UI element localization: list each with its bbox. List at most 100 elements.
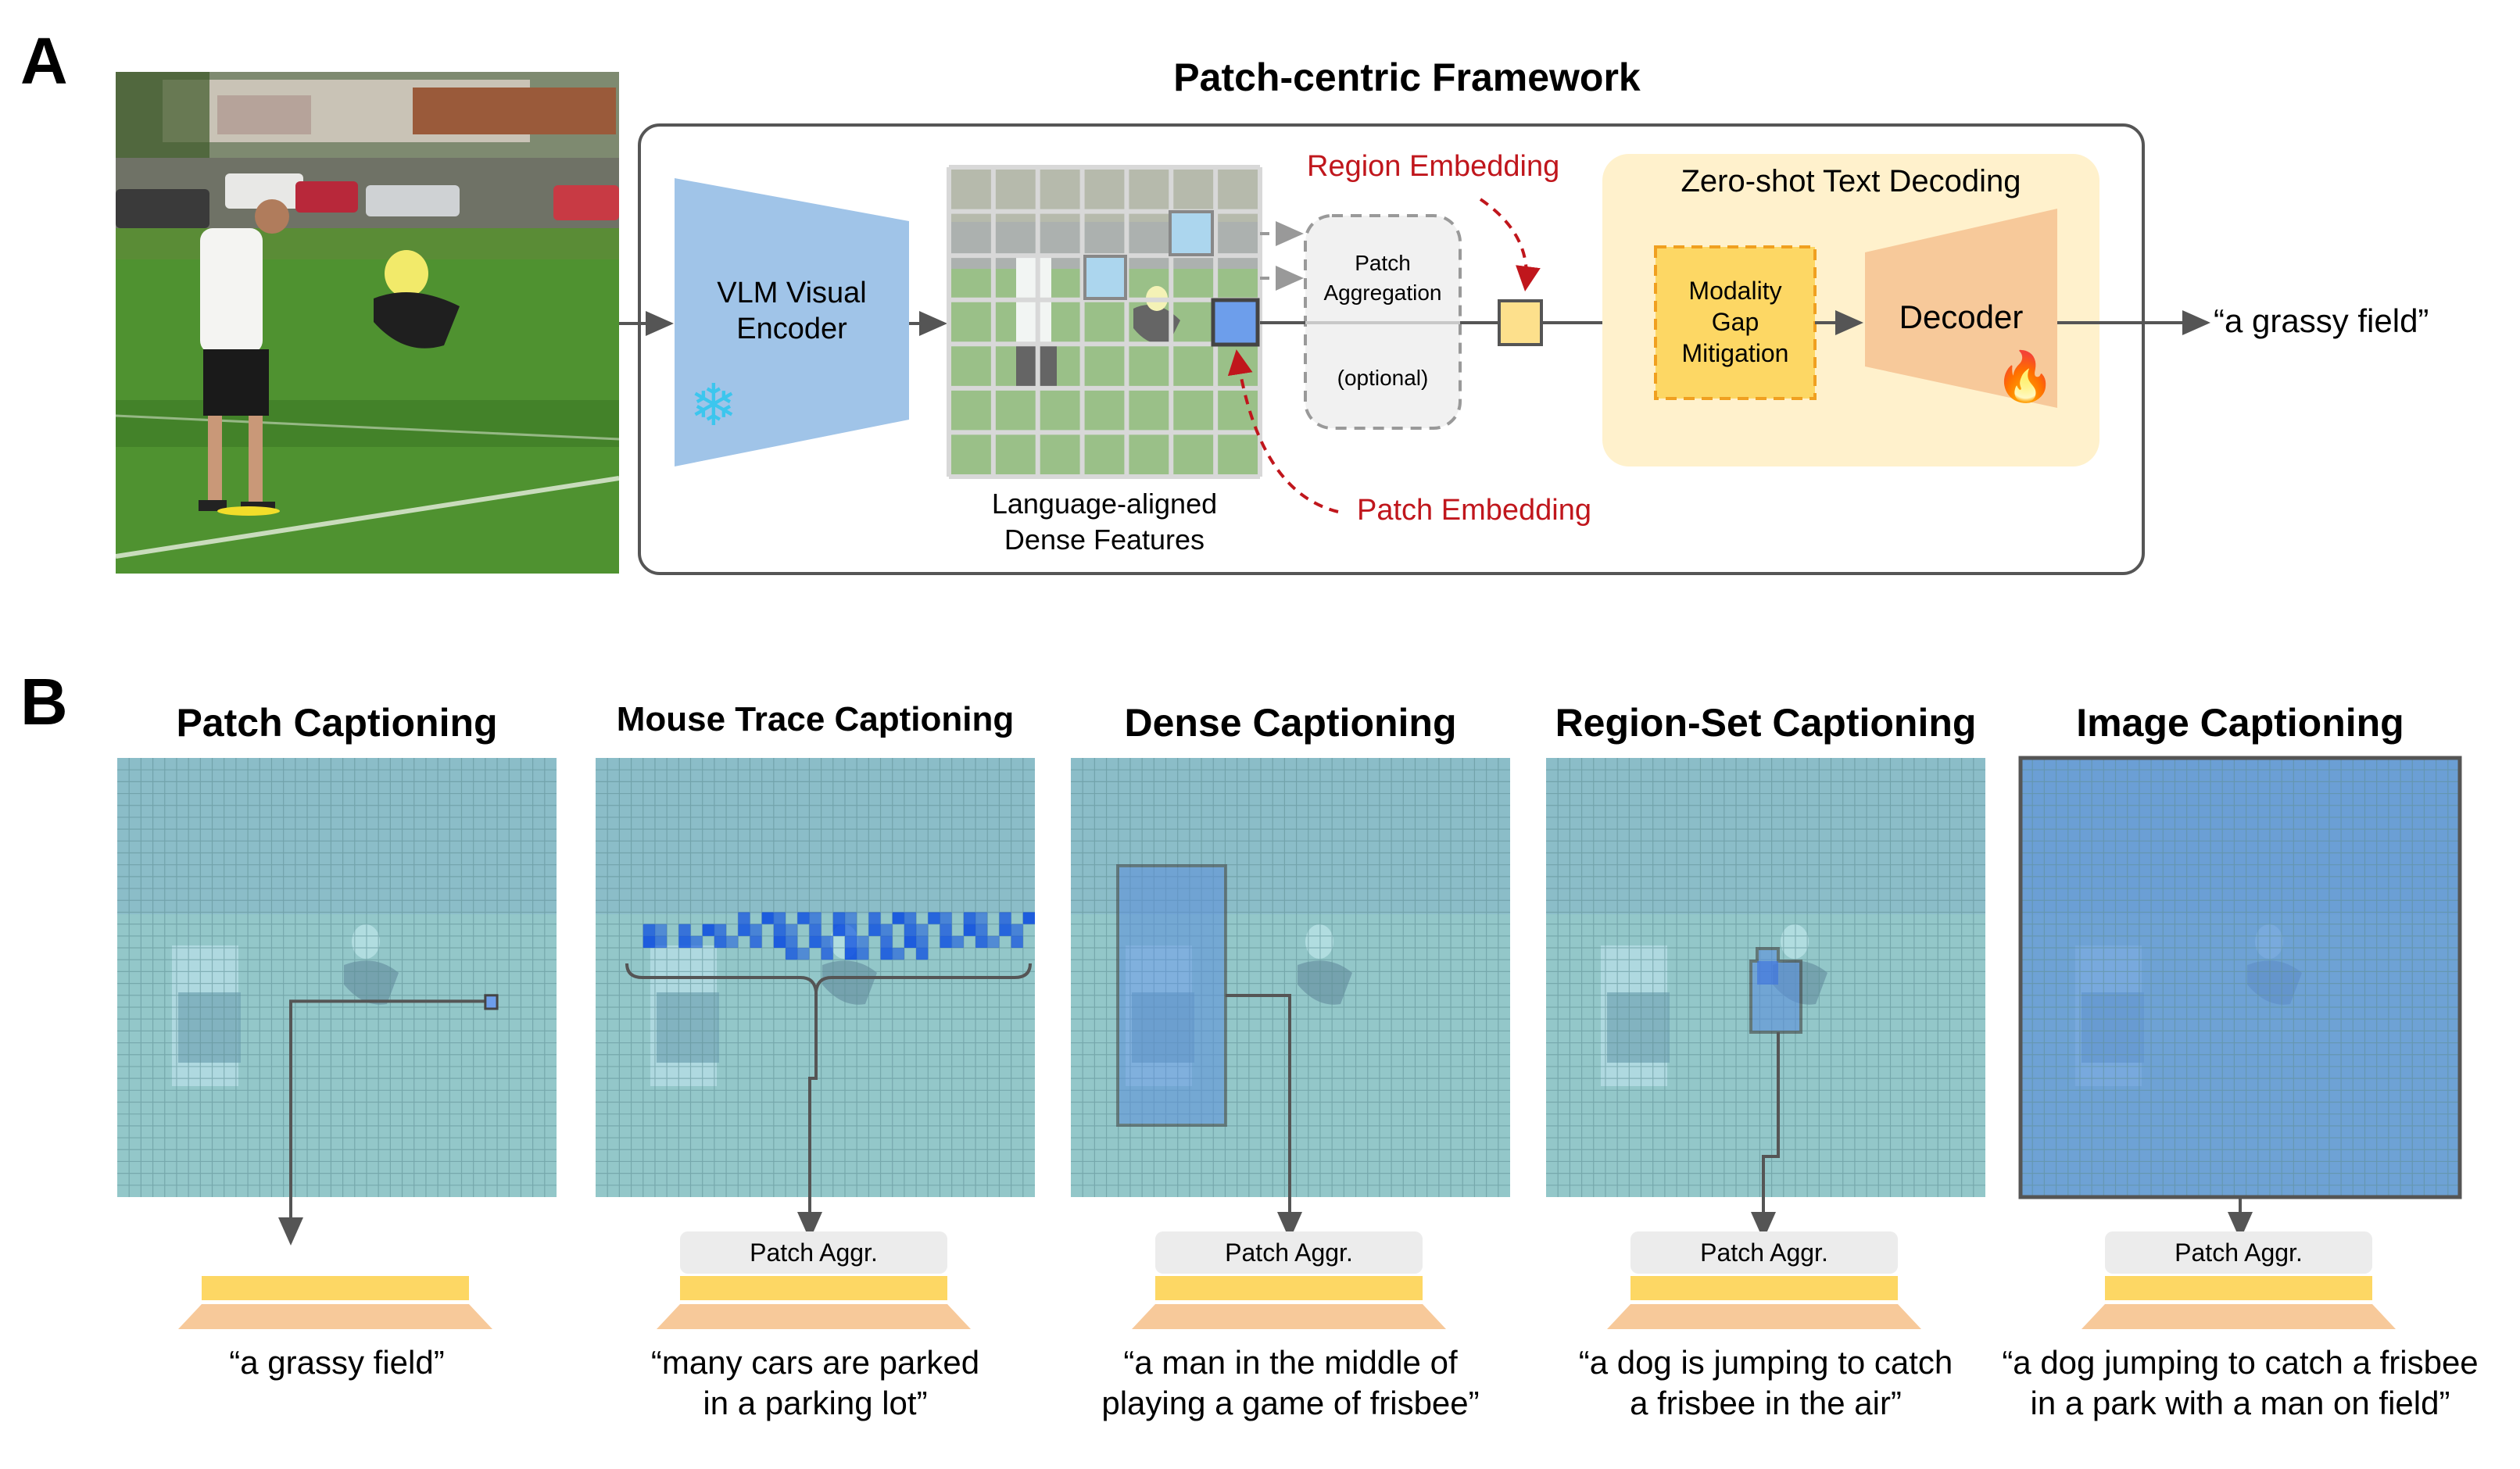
patch-embedding-label: Patch Embedding (1357, 494, 1591, 527)
patch-grid (117, 758, 557, 1197)
task-title: Image Captioning (2076, 701, 2404, 745)
task-diagram (1071, 758, 1510, 1329)
patch-embedding-pointer (1227, 349, 1339, 513)
trace-patch (821, 935, 833, 949)
trace-patch (857, 948, 869, 960)
task-title: Dense Captioning (1124, 701, 1457, 745)
trace-patch (868, 912, 881, 924)
encoder-label-line2: Encoder (736, 313, 847, 345)
trace-patch (940, 924, 952, 936)
whole-image-selection (2021, 758, 2460, 1197)
trace-patch (726, 935, 739, 949)
embedding-bar (680, 1276, 947, 1300)
output-caption: “a grassy field” (2214, 302, 2429, 339)
trace-patch (928, 912, 940, 924)
patch-token-light-2 (1169, 210, 1214, 256)
region-overlap (1757, 961, 1778, 985)
embedding-bar (1155, 1276, 1423, 1300)
trace-patch (678, 935, 691, 949)
trace-patch (975, 924, 988, 936)
trace-patch (868, 924, 881, 936)
trace-patch (773, 924, 786, 936)
trace-patch (975, 935, 988, 949)
trace-patch (786, 935, 798, 949)
patch-aggregation-line1: Patch (1355, 251, 1411, 275)
trace-patch (975, 912, 988, 924)
trace-patch (809, 924, 822, 936)
trace-patch (654, 935, 668, 949)
trace-patch (963, 912, 976, 924)
patch-aggregation-line2: Aggregation (1323, 281, 1442, 305)
task-caption: “many cars are parked in a parking lot” (650, 1344, 980, 1421)
trace-patch (643, 935, 655, 949)
patch-grid (2021, 758, 2460, 1197)
encoder-shape (675, 178, 909, 466)
connector-line (1226, 994, 1302, 1240)
trace-patch (987, 935, 1000, 949)
modality-line3: Mitigation (1681, 339, 1789, 367)
trace-patch (809, 912, 822, 924)
trace-patch (880, 924, 893, 936)
patch-aggregation-label: Patch Aggregation (1305, 248, 1460, 308)
decoder-bar (2082, 1304, 2396, 1329)
trace-patch (750, 924, 762, 936)
trace-patch (916, 924, 929, 936)
trace-patch (821, 948, 833, 960)
trace-patch (678, 924, 691, 936)
trace-patch (809, 935, 822, 949)
patch-aggregation-optional: (optional) (1337, 366, 1429, 390)
trace-patch (951, 935, 964, 949)
trace-patch (1011, 924, 1023, 936)
embedding-bar (2105, 1276, 2372, 1300)
trace-patch (880, 948, 893, 960)
fire-icon: 🔥 (1995, 350, 2056, 404)
region-embedding-label: Region Embedding (1307, 150, 1560, 183)
task-title: Mouse Trace Captioning (616, 700, 1015, 738)
trace-patch (844, 935, 857, 949)
dense-feature-grid (947, 165, 1262, 479)
trace-patch (773, 912, 786, 924)
photo-scene (116, 72, 619, 574)
dense-features-line2: Dense Features (1004, 524, 1205, 556)
trace-patch (750, 935, 762, 949)
embedding-bar (202, 1276, 469, 1300)
task-diagram (596, 758, 1035, 1329)
panel-letter-a: A (20, 24, 68, 98)
task-title: Region-Set Captioning (1555, 701, 1977, 745)
snowflake-icon: ❄ (689, 373, 739, 438)
trace-patch (832, 924, 845, 936)
connector-line (1751, 1032, 1780, 1240)
trace-patch (892, 948, 904, 960)
patch-aggr-box: Patch Aggr. (1155, 1231, 1423, 1274)
encoder-label-line1: VLM Visual (717, 277, 867, 309)
tinted-image (117, 758, 557, 1197)
trace-patch (738, 924, 750, 936)
decoding-group-title: Zero-shot Text Decoding (1681, 164, 2021, 198)
trace-patch (832, 912, 845, 924)
task-title: Patch Captioning (176, 701, 498, 745)
trace-patch (797, 948, 810, 960)
trace-patch (999, 912, 1011, 924)
trace-patch (844, 924, 857, 936)
trace-patch (702, 924, 714, 936)
trace-patch (904, 935, 917, 949)
trace-patch (690, 935, 703, 949)
trace-patch (916, 948, 929, 960)
task-diagram (2018, 756, 2462, 1329)
region-embedding-pointer (1479, 198, 1541, 291)
trace-patch (857, 935, 869, 949)
decoder-bar (178, 1304, 492, 1329)
task-caption: “a grassy field” (229, 1344, 445, 1381)
dense-features-line1: Language-aligned (991, 488, 1218, 520)
task-caption: “a dog is jumping to catch a frisbee in … (1578, 1344, 1953, 1421)
framework-title: Patch-centric Framework (1173, 55, 1641, 99)
trace-patch (797, 912, 810, 924)
trace-patch (940, 935, 952, 949)
task-diagram (1546, 758, 1985, 1329)
decoder-bar (1607, 1304, 1921, 1329)
patch-aggr-box: Patch Aggr. (2105, 1231, 2372, 1274)
input-photo (116, 72, 619, 574)
embedding-bar (1630, 1276, 1898, 1300)
modality-gap-label: Modality Gap Mitigation (1656, 275, 1815, 369)
trace-patch (892, 912, 904, 924)
